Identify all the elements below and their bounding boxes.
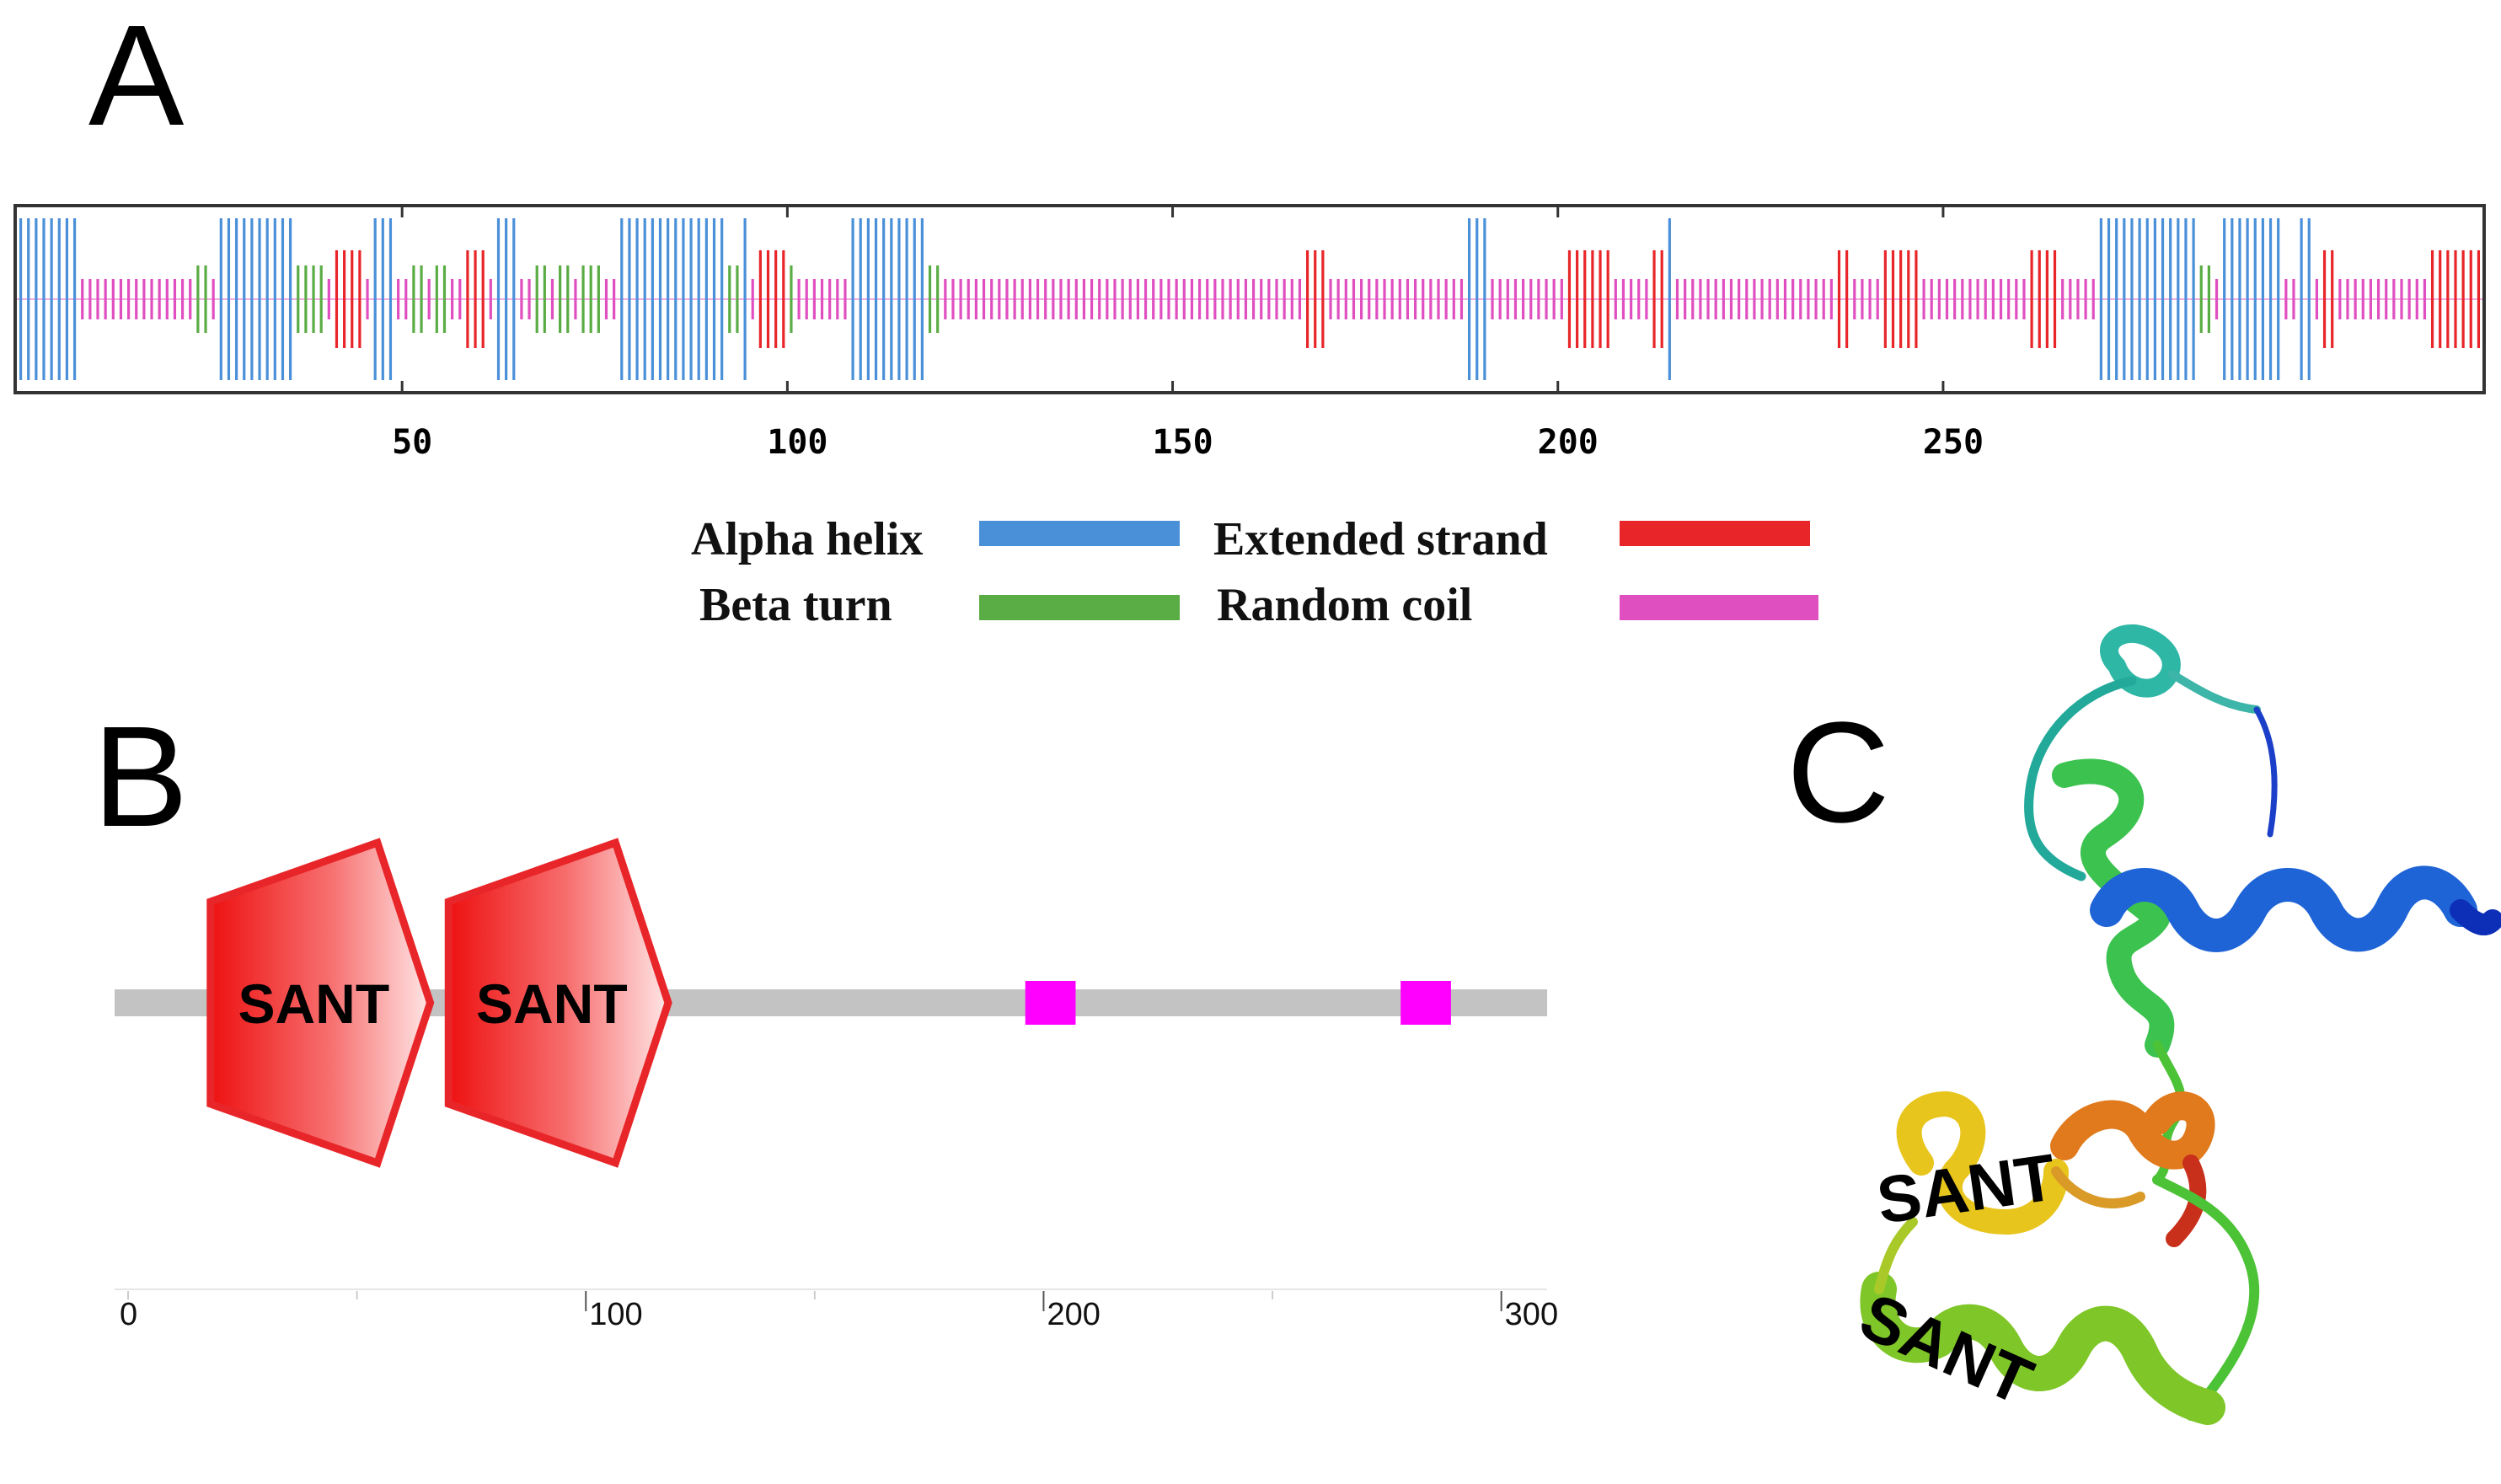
ruler-label: 300: [1505, 1297, 1558, 1332]
axis-tick-label: 250: [1923, 423, 1984, 462]
track-axis-labels: 50 100 150 200 250: [392, 423, 1984, 462]
ribbon-bottom-loop: [1874, 1217, 1918, 1294]
ruler-label: 0: [120, 1297, 137, 1332]
domain-label: SANT: [476, 972, 628, 1035]
legend-swatch-beta-turn: [979, 595, 1180, 620]
ribbon-left-loop: [2024, 676, 2137, 881]
legend-swatch-alpha-helix: [979, 521, 1180, 546]
legend-label-extended-strand: Extended strand: [1213, 513, 1548, 565]
legend-label-beta-turn: Beta turn: [699, 579, 892, 631]
axis-tick-label: 200: [1538, 423, 1599, 462]
motif-box: [1025, 981, 1076, 1025]
ribbon-top-loop: [2168, 670, 2261, 714]
structure-label-sant: SANT: [1850, 1278, 2043, 1419]
ribbon-blue-helix: [2090, 865, 2477, 952]
ruler-label: 200: [1047, 1297, 1100, 1332]
panel-label-b: B: [93, 697, 188, 857]
track-ticks: [400, 206, 1945, 393]
ribbon-yellow-loop: [2051, 1166, 2145, 1208]
ribbon-bottom-helix: [1860, 1272, 2225, 1425]
legend: Alpha helix Extended strand Beta turn Ra…: [691, 513, 1818, 631]
legend-label-random-coil: Random coil: [1217, 579, 1472, 631]
legend-label-alpha-helix: Alpha helix: [691, 513, 923, 565]
ribbon-orange-helix: [2050, 1091, 2215, 1170]
domain-diagram: SANT SANT 0 100 200 300: [115, 838, 1558, 1332]
sant-domain-shape: [206, 838, 435, 1168]
panel-label-c: C: [1786, 693, 1890, 853]
ribbon-blue-helix-end: [2450, 899, 2501, 935]
domain-label: SANT: [238, 972, 389, 1035]
ribbon-right-loop: [2152, 1175, 2260, 1421]
axis-tick-label: 150: [1152, 423, 1213, 462]
axis-tick-label: 100: [767, 423, 827, 462]
ribbon-structure-image: [1860, 624, 2501, 1425]
axis-tick-label: 50: [392, 423, 432, 462]
ruler-label: 100: [589, 1297, 642, 1332]
ribbon-red-helix: [2166, 1155, 2207, 1247]
ribbon-c-terminus: [2253, 706, 2278, 838]
structure-bars: [19, 218, 2481, 380]
domain-shapes: [206, 838, 672, 1168]
motif-box: [1400, 981, 1451, 1025]
motif-shapes: [1025, 981, 1451, 1025]
legend-swatch-random-coil: [1620, 595, 1818, 620]
legend-swatch-extended-strand: [1620, 521, 1810, 546]
ribbon-top-helix: [2100, 624, 2181, 698]
ruler-ticks: [127, 1291, 1502, 1311]
secondary-structure-track: [13, 204, 2486, 394]
sant-domain-shape: [444, 838, 672, 1168]
panel-label-a: A: [88, 0, 185, 156]
ribbon-green-helix: [2052, 758, 2175, 1058]
ribbon-yellow-helix: [1896, 1091, 2069, 1235]
